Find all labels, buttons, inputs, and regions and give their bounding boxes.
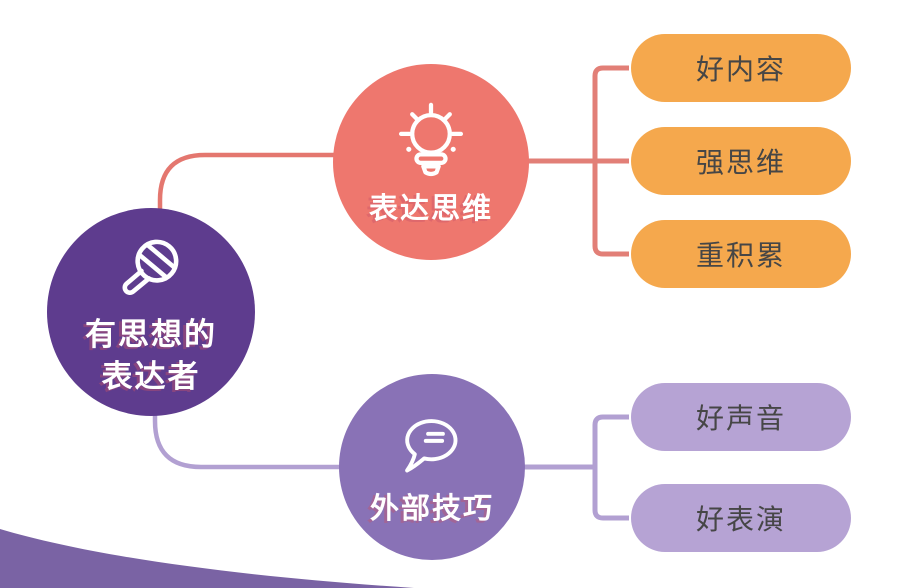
child-pill-good-content: 好内容 — [631, 34, 851, 102]
corner-wave-shape — [0, 529, 414, 588]
child-pill-strong-thinking: 强思维 — [631, 127, 851, 195]
lightbulb-icon — [398, 102, 464, 176]
branch1-node: 表达思维 — [333, 64, 529, 260]
speech-bubble-icon — [405, 418, 458, 472]
root-label-line1: 有思想的 — [85, 317, 217, 352]
branch2-label: 外部技巧 — [369, 492, 494, 525]
microphone-icon — [122, 239, 179, 295]
connector-branch2-children — [515, 414, 629, 521]
branch1-label: 表达思维 — [368, 192, 493, 225]
connector-root-branch1 — [157, 152, 342, 250]
root-node: 有思想的 表达者 — [47, 208, 255, 416]
connector-root-branch2 — [152, 370, 345, 470]
branch2-node: 外部技巧 — [339, 374, 525, 560]
child-pill-accumulation: 重积累 — [631, 220, 851, 288]
connector-branch1-children — [519, 65, 629, 257]
child-pill-good-voice: 好声音 — [631, 383, 851, 451]
root-label-line2: 表达者 — [101, 359, 201, 394]
child-pill-good-performance: 好表演 — [631, 484, 851, 552]
